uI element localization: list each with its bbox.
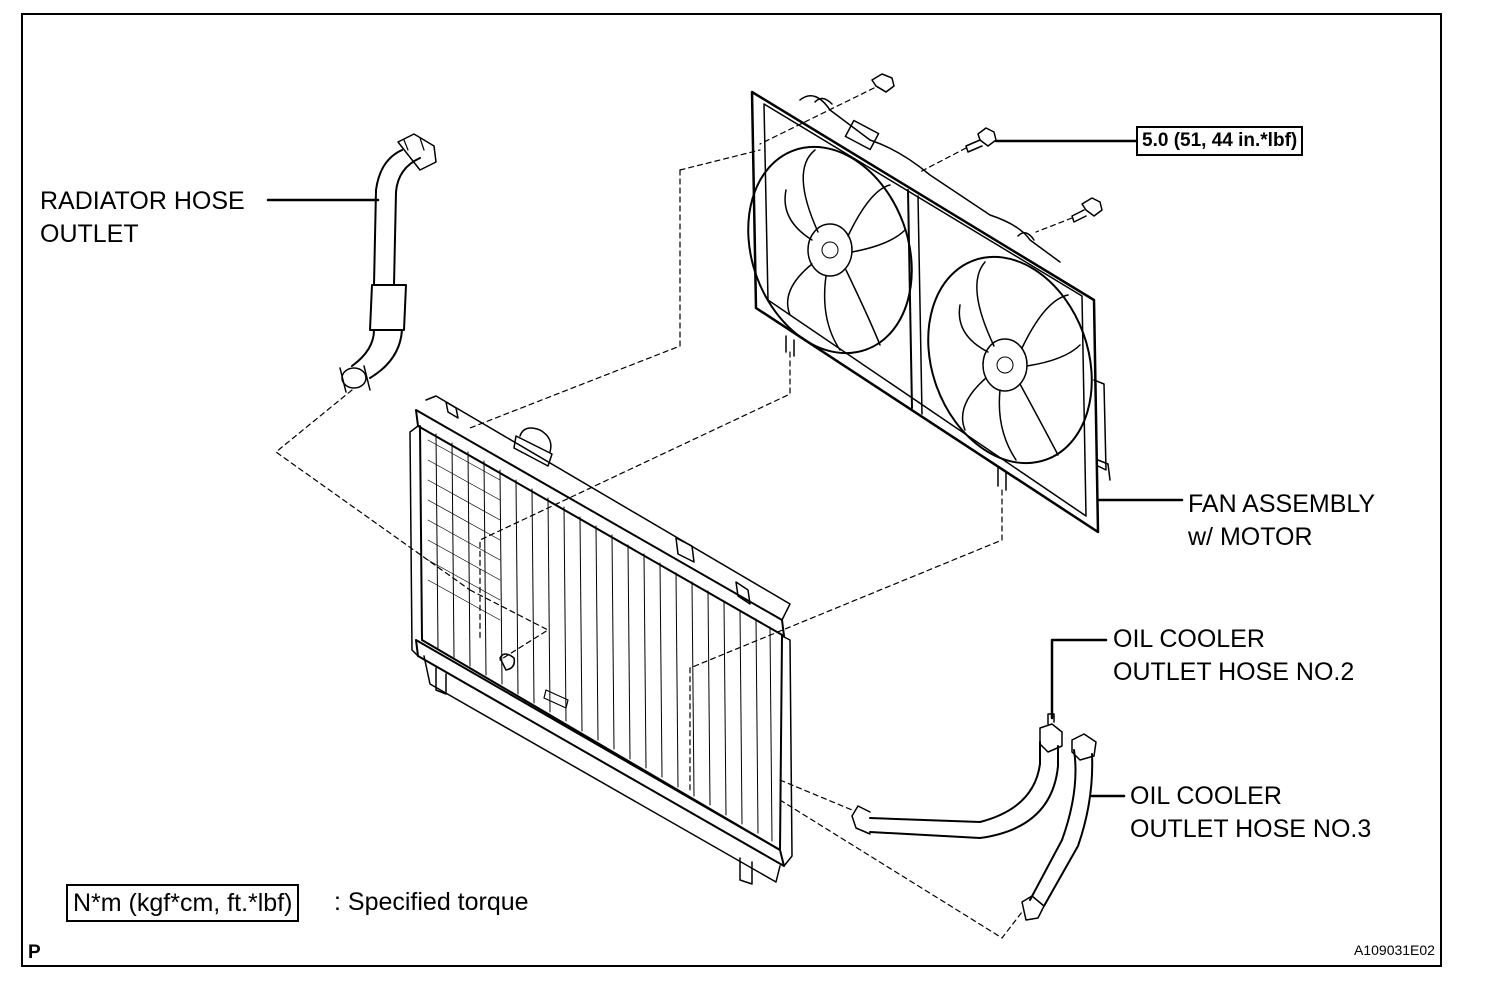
label-oil-cooler-no3-line2: OUTLET HOSE NO.3	[1130, 815, 1372, 843]
label-radiator-hose-outlet-line2: OUTLET	[40, 220, 139, 248]
bolt-right	[1071, 197, 1103, 223]
radiator-hose-outlet	[339, 133, 437, 393]
torque-spec-box: 5.0 (51, 44 in.*lbf)	[1136, 126, 1304, 156]
diagram-frame	[21, 13, 1442, 967]
oil-cooler-outlet-hose-no3	[1021, 733, 1097, 921]
leader-lines	[266, 139, 1184, 798]
oil-cooler-outlet-hose-no2	[851, 713, 1063, 839]
fan-assembly	[747, 90, 1111, 534]
legend-description: : Specified torque	[334, 888, 529, 916]
label-radiator-hose-outlet-line1: RADIATOR HOSE	[40, 187, 245, 215]
bolt-top	[871, 73, 895, 93]
label-fan-assembly-line2: w/ MOTOR	[1188, 523, 1313, 551]
bolt-middle	[965, 127, 997, 153]
label-oil-cooler-no3-line1: OIL COOLER	[1130, 782, 1282, 810]
figure-id: A109031E02	[1354, 942, 1435, 958]
legend-unit-box: N*m (kgf*cm, ft.*lbf)	[66, 884, 300, 922]
corner-mark: P	[28, 942, 41, 963]
alignment-lines	[275, 87, 1073, 939]
radiator	[409, 395, 793, 885]
label-fan-assembly-line1: FAN ASSEMBLY	[1188, 490, 1376, 518]
label-oil-cooler-no2-line2: OUTLET HOSE NO.2	[1113, 658, 1355, 686]
label-oil-cooler-no2-line1: OIL COOLER	[1113, 625, 1265, 653]
